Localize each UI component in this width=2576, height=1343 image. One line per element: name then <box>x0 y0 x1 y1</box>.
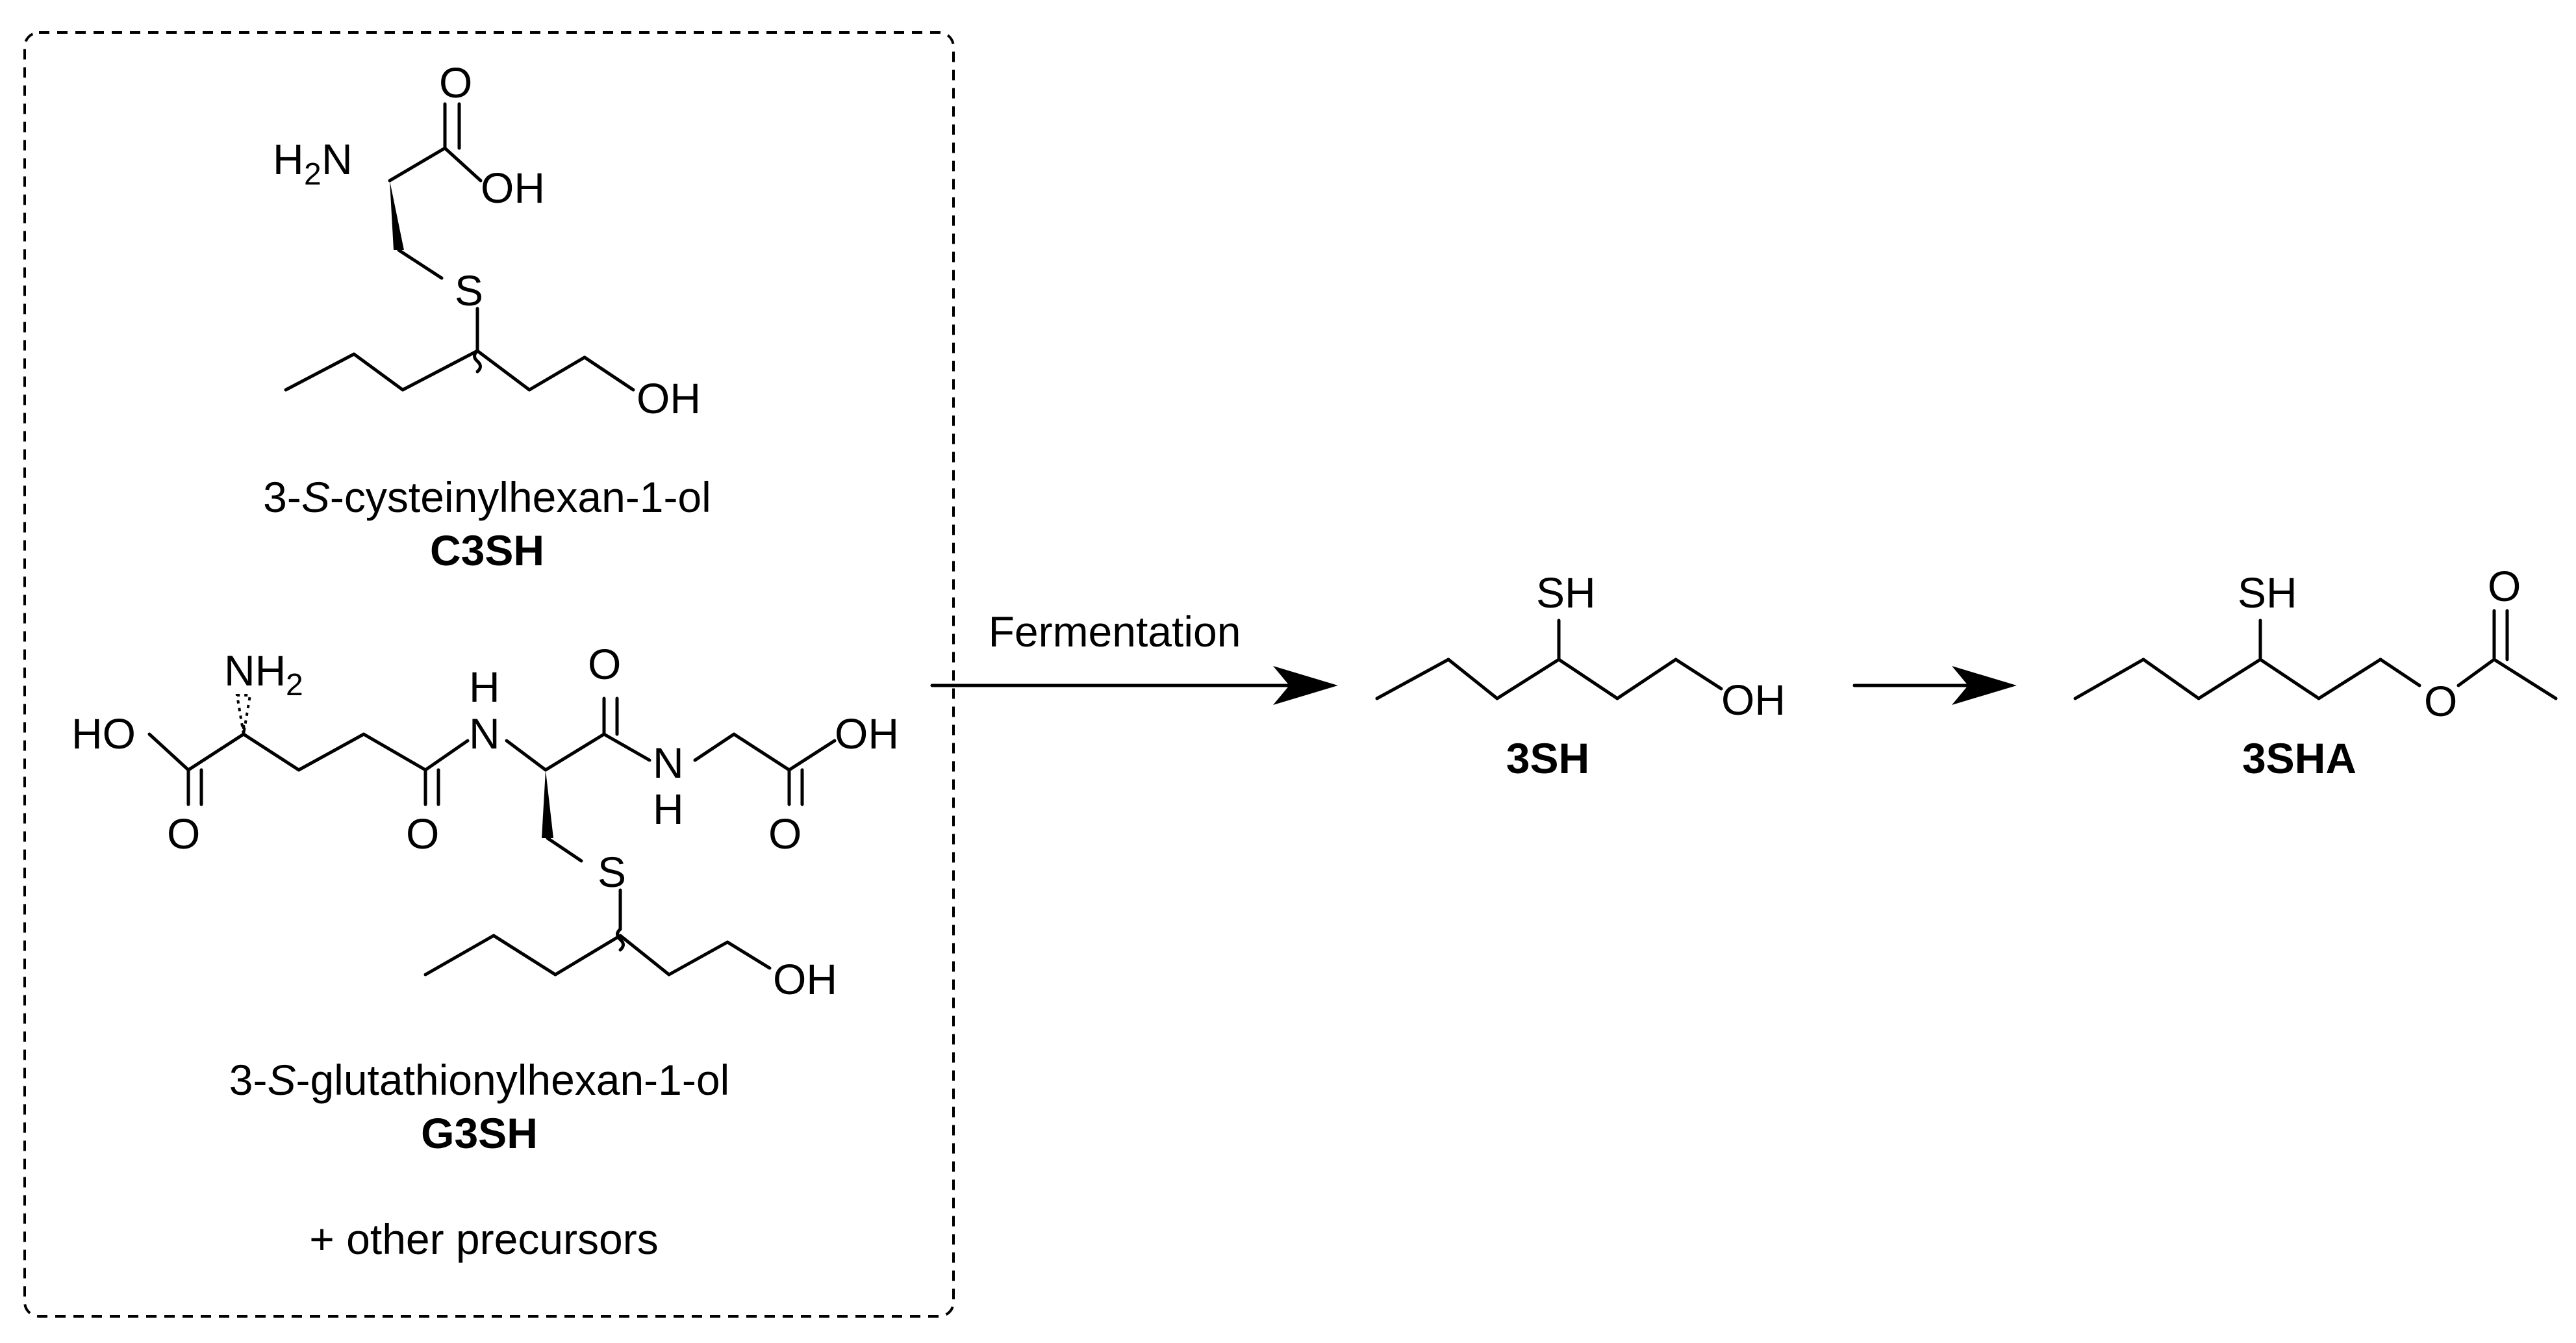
g3sh-acid2-hydroxyl: OH <box>835 710 899 758</box>
second-arrow-head <box>1952 666 2017 705</box>
c3sh-sulfur: S <box>455 266 483 314</box>
c3sh-acid-hydroxyl: OH <box>481 164 545 212</box>
g3sh-amide1-hydrogen: H <box>469 663 500 711</box>
product-3sha: SH O O 3SHA <box>2073 562 2558 782</box>
other-precursors-note: + other precursors <box>309 1215 658 1263</box>
g3sh-amide1-nitrogen: N <box>469 710 500 758</box>
g3sh-name: 3-S-glutathionylhexan-1-ol <box>229 1056 729 1104</box>
3sha-thiol: SH <box>2238 569 2297 617</box>
precursor-box-frame <box>23 31 955 1318</box>
fermentation-arrow: Fermentation <box>930 608 1338 705</box>
c3sh-chain-hydroxyl: OH <box>637 374 701 422</box>
g3sh-structure: NH 2 HO O O N H O N H OH O S OH <box>71 640 899 1003</box>
product-3sh: SH OH 3SH <box>1375 569 1786 782</box>
3sh-code: 3SH <box>1506 734 1589 782</box>
g3sh-acid-hydroxyl: HO <box>71 710 136 758</box>
g3sh-amide2-hydrogen: H <box>653 785 684 833</box>
fermentation-label: Fermentation <box>989 608 1241 656</box>
3sha-code: 3SHA <box>2242 734 2356 782</box>
g3sh-acid-oxygen: O <box>167 810 200 858</box>
c3sh-code: C3SH <box>430 526 544 574</box>
c3sh-name: 3-S-cysteinylhexan-1-ol <box>263 473 711 521</box>
g3sh-amide2-nitrogen: N <box>653 739 684 787</box>
g3sh-sulfur: S <box>598 848 626 896</box>
3sha-ester-oxygen: O <box>2424 677 2457 725</box>
g3sh-acid2-oxygen: O <box>768 810 802 858</box>
c3sh-amine-n: N <box>322 135 353 183</box>
fermentation-arrow-head <box>1273 666 1338 705</box>
3sh-thiol: SH <box>1536 569 1596 617</box>
g3sh-amide2-oxygen: O <box>588 640 621 688</box>
c3sh-amine-sub: 2 <box>304 157 322 192</box>
g3sh-code: G3SH <box>421 1109 538 1157</box>
c3sh-amine-h: H <box>273 135 304 183</box>
3sh-hydroxyl: OH <box>1721 676 1786 724</box>
g3sh-amine-nh: NH <box>224 646 286 695</box>
precursor-box: H 2 N O OH S OH 3-S-cysteinylhexan-1-ol … <box>23 31 955 1318</box>
g3sh-amine-sub: 2 <box>286 668 303 702</box>
g3sh-amide1-oxygen: O <box>406 810 439 858</box>
c3sh-carbonyl-oxygen: O <box>439 58 472 107</box>
3sha-carbonyl-oxygen: O <box>2488 562 2521 610</box>
second-arrow <box>1852 666 2017 705</box>
g3sh-chain-hydroxyl: OH <box>773 955 837 1003</box>
c3sh-structure: H 2 N O OH S OH <box>273 58 701 422</box>
